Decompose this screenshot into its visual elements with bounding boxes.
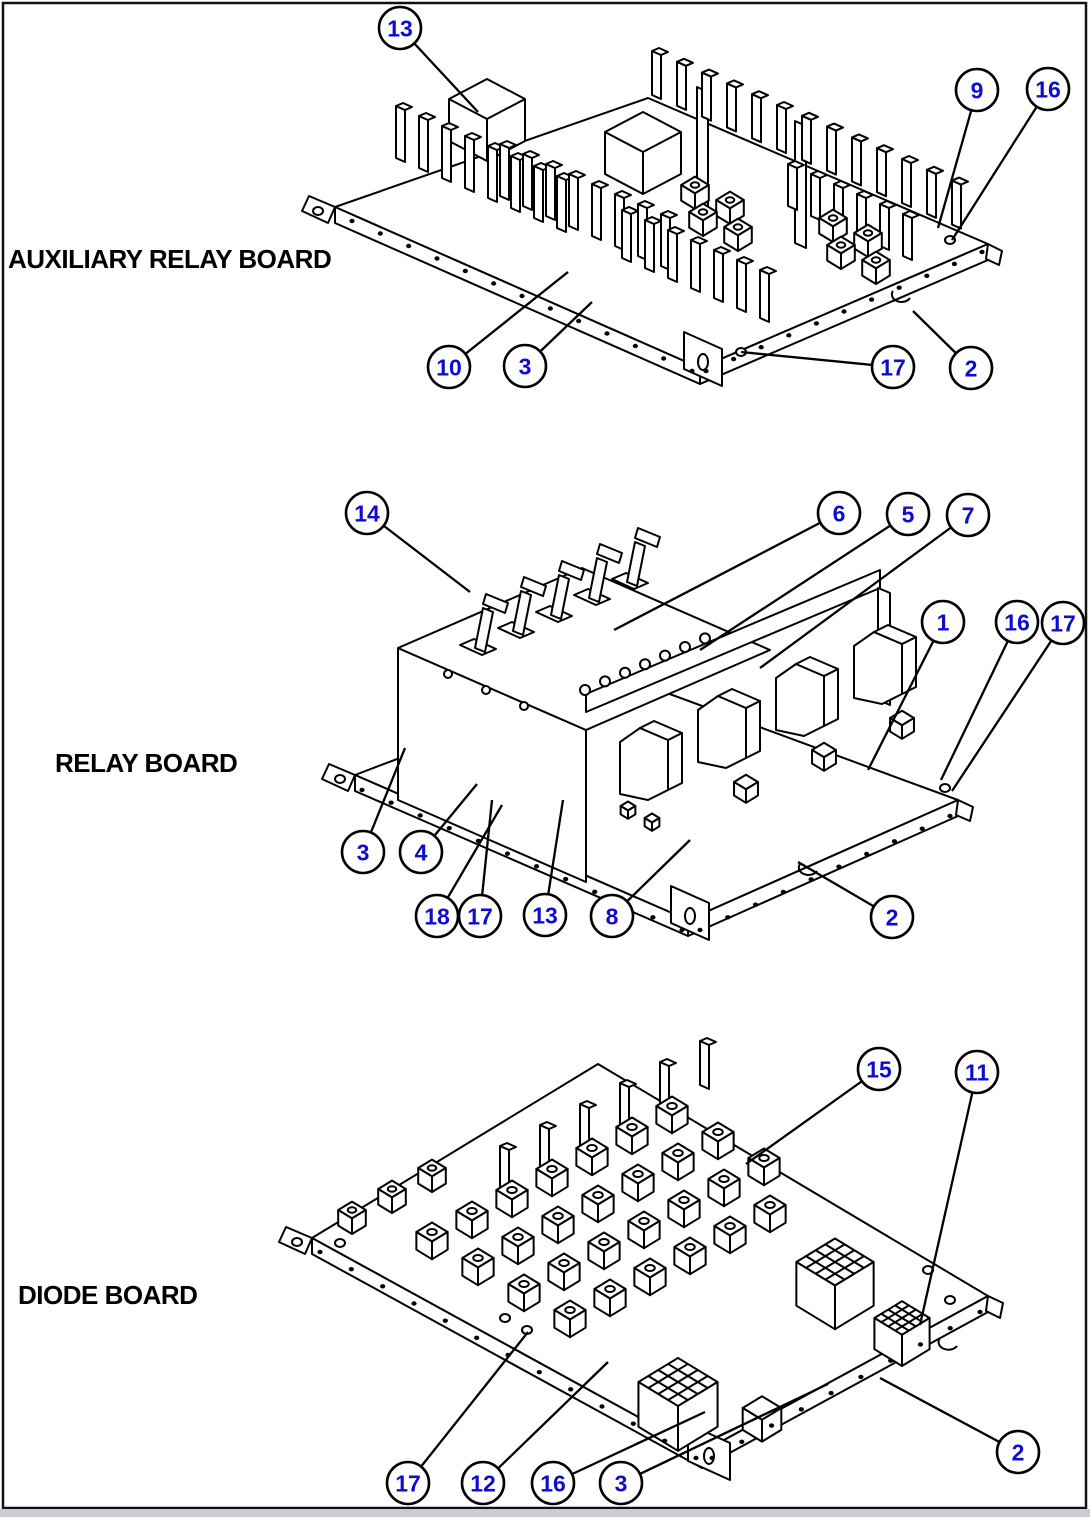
diode-board-drawing <box>278 1037 1004 1481</box>
callout-number-14: 14 <box>354 500 380 526</box>
callout-circle-6 <box>816 490 862 536</box>
callout-circle-10 <box>426 344 472 390</box>
callout-number-2: 2 <box>1012 1439 1025 1465</box>
callout-circle-2 <box>948 345 994 391</box>
callout-circle-17 <box>870 344 916 390</box>
callout-number-3: 3 <box>615 1470 628 1496</box>
callout-number-12: 12 <box>470 1470 496 1496</box>
callout-number-7: 7 <box>962 502 975 528</box>
callout-circle-15 <box>856 1046 902 1092</box>
callout-number-10: 10 <box>436 354 462 380</box>
callout-11: 11 <box>918 1049 1000 1326</box>
callout-number-17: 17 <box>880 354 906 380</box>
callout-circle-2 <box>995 1429 1041 1475</box>
callout-number-2: 2 <box>965 355 978 381</box>
callout-17: 17 <box>740 344 916 390</box>
relay-board-drawing <box>321 527 974 941</box>
callout-circle-2 <box>869 894 915 940</box>
callout-17: 17 <box>951 600 1086 792</box>
page-edge-shadow <box>0 1509 1090 1517</box>
callout-number-13: 13 <box>387 15 413 41</box>
callout-15: 15 <box>745 1046 902 1165</box>
callout-number-13: 13 <box>532 902 558 928</box>
callout-circle-12 <box>460 1460 506 1506</box>
callout-number-8: 8 <box>606 903 619 929</box>
callout-circle-11 <box>954 1049 1000 1095</box>
section-label-diode-board: DIODE BOARD <box>18 1280 197 1310</box>
callout-number-1: 1 <box>937 609 950 635</box>
callout-circle-3 <box>340 829 386 875</box>
callout-8: 8 <box>589 839 691 939</box>
callout-circle-1 <box>920 599 966 645</box>
auxiliary-relay-board-drawing <box>301 47 1003 387</box>
callout-circle-17 <box>457 893 503 939</box>
callout-circle-5 <box>885 491 931 537</box>
callout-circle-16 <box>994 599 1040 645</box>
callout-circle-3 <box>598 1460 644 1506</box>
callout-16: 16 <box>951 66 1071 241</box>
callout-number-15: 15 <box>866 1056 892 1082</box>
callout-circle-16 <box>1025 66 1071 112</box>
callout-10: 10 <box>426 271 569 390</box>
callout-4: 4 <box>398 783 478 875</box>
callout-circle-16 <box>530 1460 576 1506</box>
callout-13: 13 <box>377 5 479 113</box>
callout-number-18: 18 <box>424 903 450 929</box>
callout-circle-14 <box>344 490 390 536</box>
callout-18: 18 <box>414 804 503 939</box>
section-label-auxiliary-relay-board: AUXILIARY RELAY BOARD <box>8 244 331 274</box>
callout-2: 2 <box>797 861 915 940</box>
callout-number-3: 3 <box>357 839 370 865</box>
callout-16: 16 <box>939 599 1040 781</box>
callout-circle-13 <box>377 5 423 51</box>
callout-number-16: 16 <box>1004 609 1030 635</box>
callout-number-16: 16 <box>540 1470 566 1496</box>
callout-16: 16 <box>530 1410 706 1506</box>
callout-circle-4 <box>398 829 444 875</box>
callout-circle-7 <box>945 492 991 538</box>
callout-7: 7 <box>759 492 991 669</box>
callout-6: 6 <box>613 490 862 632</box>
callout-circle-17 <box>1040 600 1086 646</box>
callout-number-2: 2 <box>886 904 899 930</box>
callout-number-5: 5 <box>902 501 915 527</box>
callout-circle-13 <box>522 892 568 938</box>
callout-3: 3 <box>502 301 593 389</box>
callout-1: 1 <box>866 599 966 771</box>
callout-number-11: 11 <box>965 1059 990 1085</box>
callout-5: 5 <box>699 491 931 651</box>
callout-circle-9 <box>954 67 1000 113</box>
callout-circle-17 <box>385 1460 431 1506</box>
callout-circle-8 <box>589 893 635 939</box>
callout-17: 17 <box>385 1331 529 1506</box>
callout-2: 2 <box>912 310 994 391</box>
callout-17: 17 <box>457 799 503 939</box>
callout-2: 2 <box>879 1376 1041 1475</box>
callout-3: 3 <box>598 1382 829 1506</box>
callout-number-9: 9 <box>971 77 984 103</box>
callout-number-6: 6 <box>833 500 846 526</box>
callout-circle-3 <box>502 343 548 389</box>
callout-9: 9 <box>936 67 1000 229</box>
callout-13: 13 <box>522 799 568 938</box>
callout-3: 3 <box>340 747 407 875</box>
callout-number-17: 17 <box>467 903 493 929</box>
callout-14: 14 <box>344 490 471 593</box>
callout-number-4: 4 <box>415 839 428 865</box>
callout-number-17: 17 <box>1050 610 1076 636</box>
section-label-relay-board: RELAY BOARD <box>55 748 237 778</box>
callout-number-16: 16 <box>1035 76 1061 102</box>
callout-12: 12 <box>460 1361 609 1506</box>
callout-number-3: 3 <box>519 353 532 379</box>
callout-number-17: 17 <box>395 1470 421 1496</box>
